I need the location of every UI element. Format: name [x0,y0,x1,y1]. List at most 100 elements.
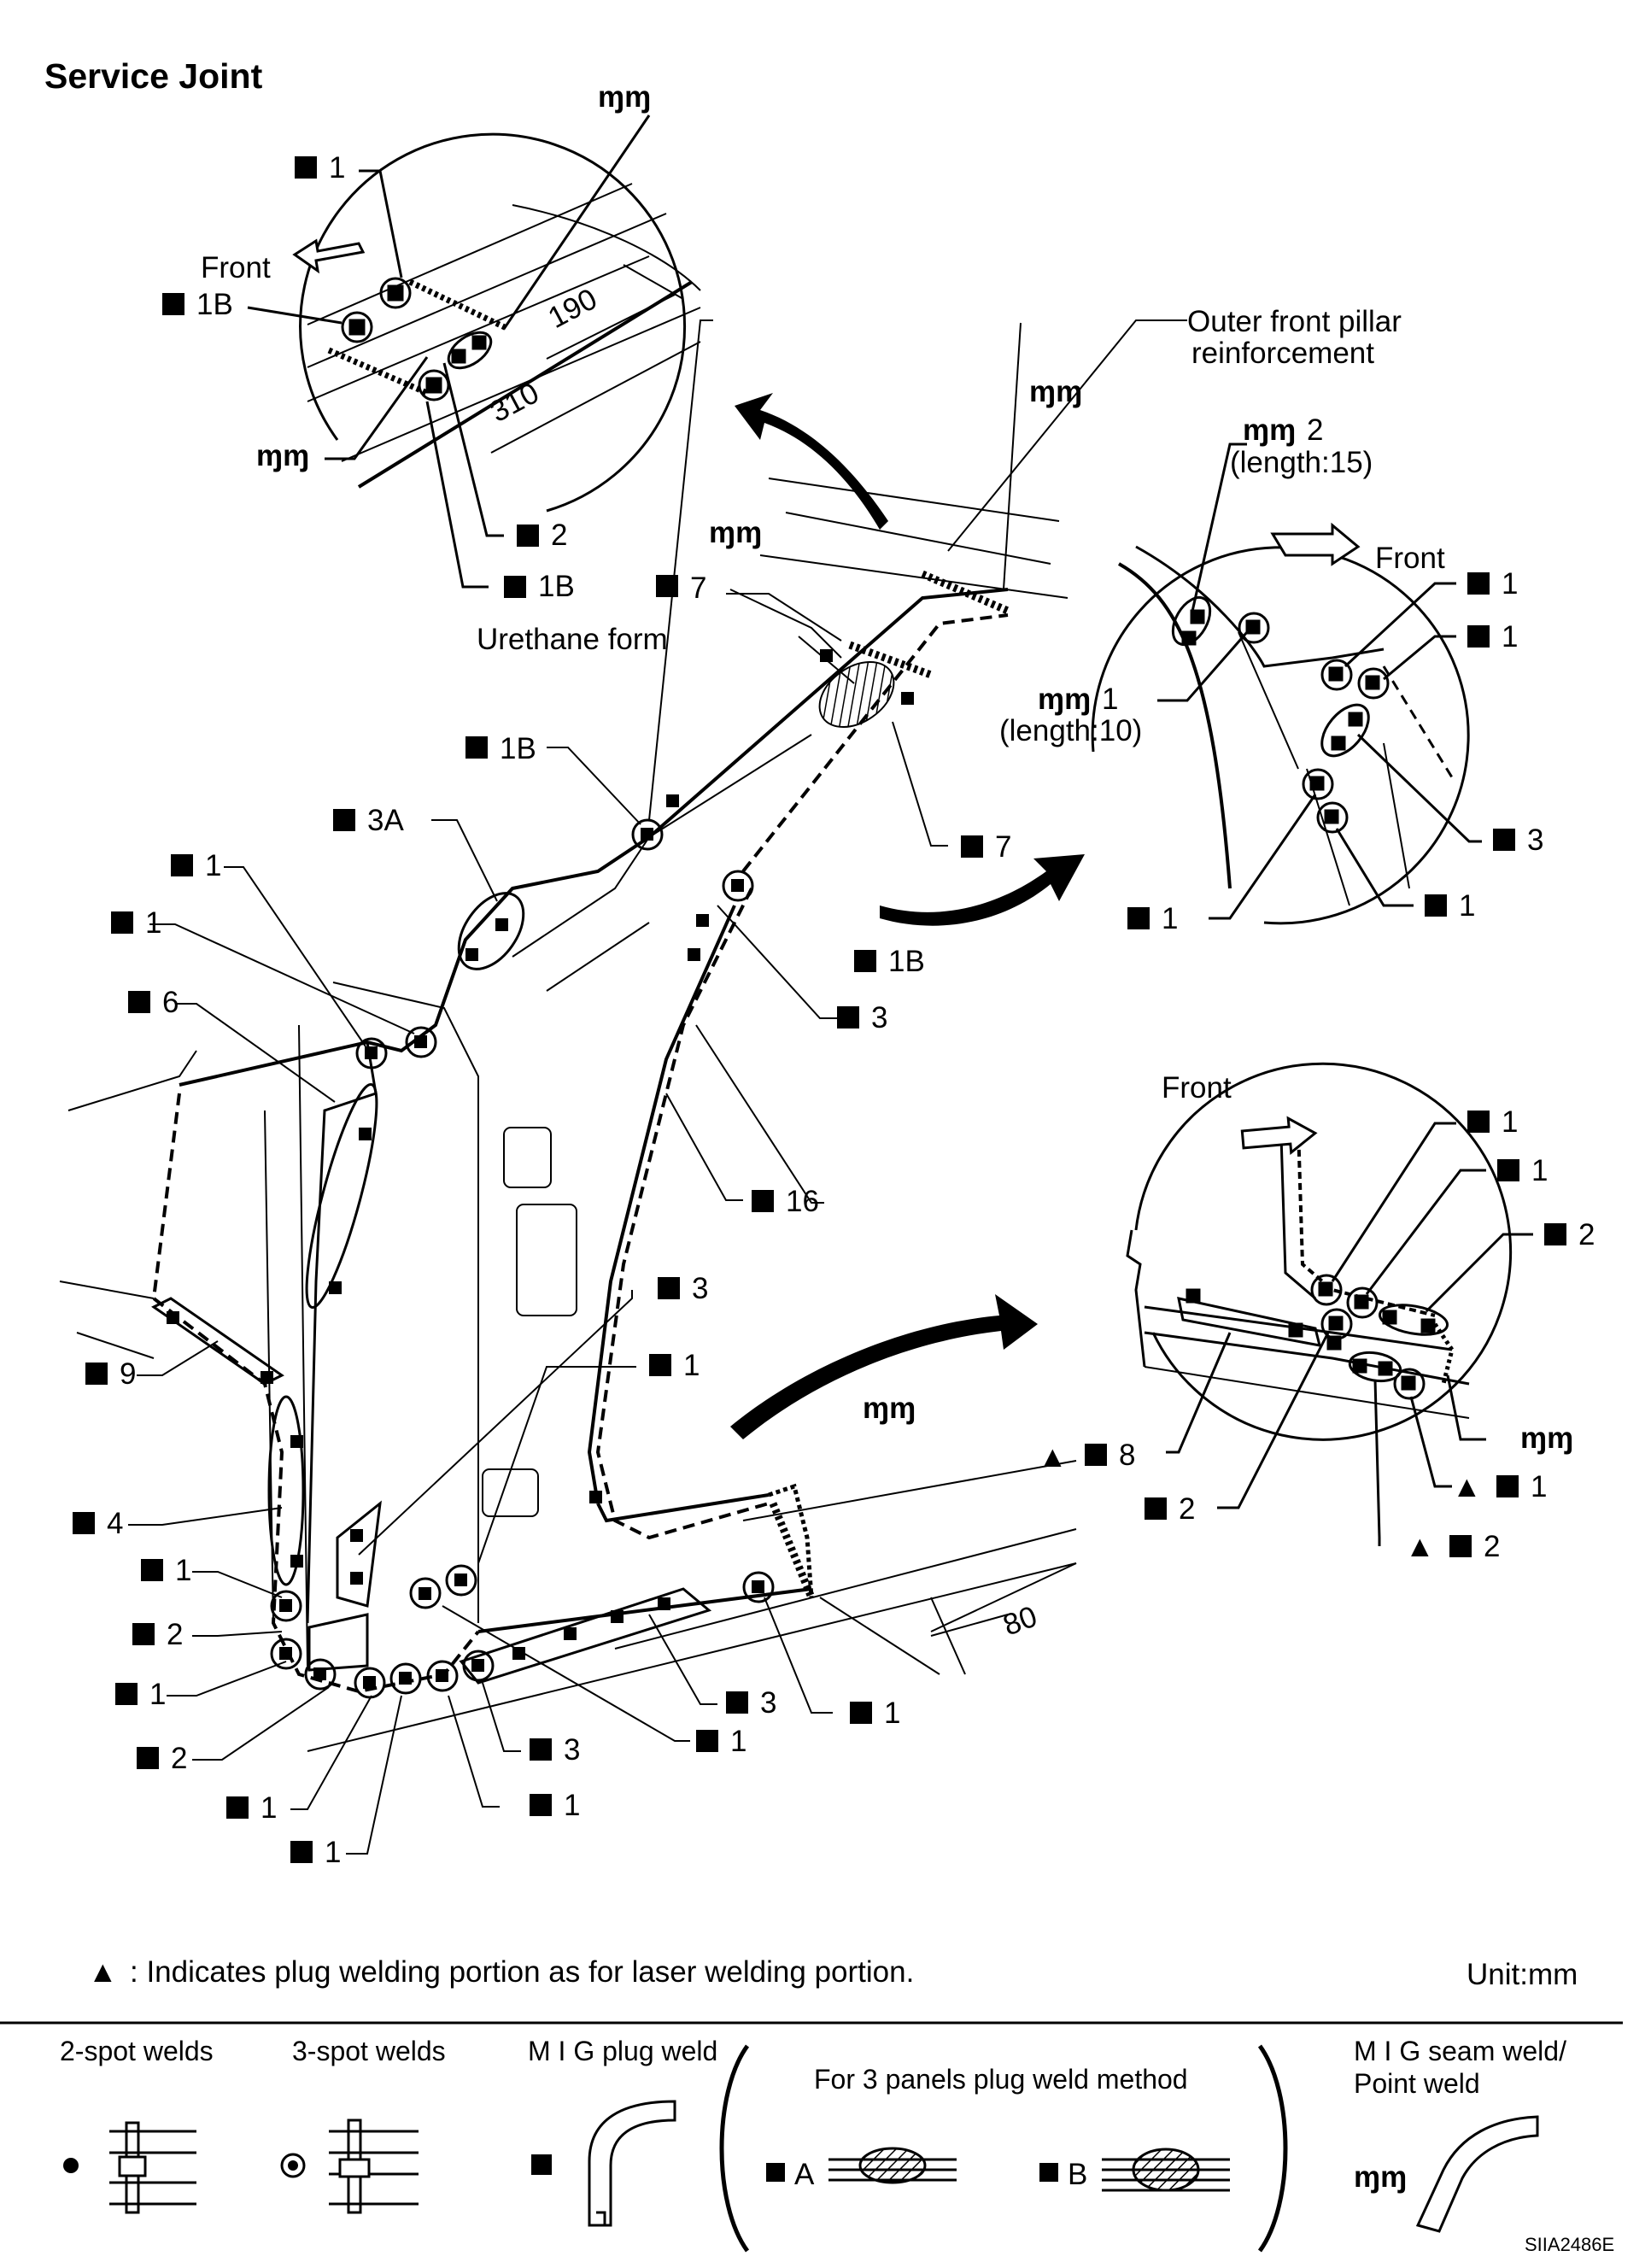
page-title: Service Joint [44,56,263,96]
rb-label-8: 8 [1119,1439,1135,1472]
main-label-7b: 7 [995,830,1011,864]
main-label-2a: 2 [167,1618,183,1651]
dim-80: 80 [998,1600,1041,1643]
main-label-1c: 1 [683,1349,700,1382]
main-label-3c: 3 [564,1733,580,1767]
top-label-1b-bottom: 1B [538,570,575,603]
main-square-6 [128,991,150,1013]
top-label-1: 1 [329,151,345,185]
main-label-3d: 3 [760,1686,776,1720]
rb-label-2b: 2 [1179,1492,1195,1526]
main-label-3: 3 [871,1001,887,1034]
main-seam-icon-1: ɱɱ [1029,375,1082,408]
main-square-1e [115,1683,138,1705]
legend-method-b-icon [1102,2148,1230,2192]
main-square-4 [73,1512,95,1534]
main-square-3b [658,1277,680,1299]
legend-left-paren [719,2044,750,2253]
main-label-1b: 1 [145,906,161,940]
main-label-1f: 1 [261,1791,277,1825]
main-square-1b [111,911,133,934]
rt-label-1b: 1 [1502,620,1518,653]
dim-310: 310 [484,376,544,429]
arrow-to-right-bottom-detail [730,1294,1038,1439]
rt-front-label: Front [1375,542,1445,575]
rb-square-1c [1496,1475,1519,1497]
main-square-1i [696,1730,718,1752]
top-front-label: Front [201,251,271,284]
footnote-text: : Indicates plug welding portion as for … [130,1955,914,1989]
main-label-1g: 1 [325,1836,341,1869]
rt-label-1d: 1 [1459,889,1475,923]
main-label-4: 4 [107,1507,123,1540]
main-label-3a: 3A [367,804,404,837]
rt-label-3: 3 [1527,823,1543,857]
rt-seam-length-1: (length:10) [999,714,1142,747]
legend-right-paren [1257,2044,1288,2253]
main-label-16: 16 [786,1185,819,1218]
main-label-1h: 1 [564,1789,580,1822]
rb-square-1a [1467,1111,1490,1133]
top-square-2 [517,525,539,547]
main-square-3 [837,1006,859,1029]
rb-triangle-1c: ▲ [1452,1470,1482,1503]
dim-190: 190 [542,282,602,335]
top-square-1b [162,293,184,315]
rb-triangle-2c: ▲ [1405,1530,1435,1563]
rb-label-2c: 2 [1484,1530,1500,1563]
unit-label: Unit:mm [1467,1958,1578,1991]
rb-square-1b [1497,1159,1519,1181]
legend-2spot-dot [63,2158,79,2173]
legend-3spot-dot [280,2153,306,2178]
rt-seam-icon-2: ɱɱ [1243,413,1296,447]
rt-seam-label-1: 1 [1102,683,1118,716]
rt-square-1d [1425,894,1447,917]
top-seam-icon-2: ɱɱ [256,439,309,472]
legend-method-a-label: A [794,2158,815,2191]
main-square-1b-b [854,950,876,972]
main-square-7a [656,575,678,597]
rb-front-label: Front [1162,1071,1232,1105]
main-square-2a [132,1623,155,1645]
legend-2spot-icon [109,2121,196,2214]
main-weld-points [167,649,914,1689]
rb-square-2b [1145,1497,1167,1520]
main-label-3b: 3 [692,1272,708,1305]
rt-square-1a [1467,572,1490,595]
main-square-1f [226,1796,249,1819]
main-seam-icon-3: ɱɱ [863,1392,916,1425]
legend-method-a-icon [828,2147,957,2184]
main-square-1h [530,1794,552,1816]
figure-id: SIIA2486E [1525,2234,1614,2255]
main-square-1c [649,1354,671,1376]
urethane-label: Urethane form [477,623,668,656]
legend-3panels-label: For 3 panels plug weld method [814,2064,1188,2095]
main-square-16 [752,1190,774,1212]
main-square-1d [141,1559,163,1581]
main-label-1b-b: 1B [888,945,925,978]
main-square-3d [726,1691,748,1714]
rb-square-8 [1085,1444,1107,1466]
outer-pillar-label-2: reinforcement [1191,337,1374,370]
rb-label-2a: 2 [1578,1218,1595,1251]
rb-seam-icon: ɱɱ [1520,1421,1573,1455]
main-label-1j: 1 [884,1697,900,1730]
rt-square-1c [1127,907,1150,929]
arrow-to-right-top-detail [880,854,1085,926]
legend-mig-seam-icon [1415,2115,1539,2233]
main-label-6: 6 [162,986,179,1019]
rt-seam-length-2: (length:15) [1230,446,1373,479]
main-seam-icon-2: ɱɱ [709,516,762,549]
main-label-1d: 1 [175,1554,191,1587]
main-label-7a: 7 [690,571,706,605]
main-label-1b-a: 1B [500,732,536,765]
rt-seam-label-2: 2 [1307,413,1323,447]
main-square-1g [290,1841,313,1863]
legend-mig-seam-label-1: M I G seam weld/ [1354,2036,1566,2066]
top-square-1 [295,156,317,179]
legend-method-b-square [1039,2163,1058,2182]
rb-label-1c: 1 [1531,1470,1547,1503]
rb-square-2a [1544,1223,1566,1245]
main-label-1a: 1 [205,849,221,882]
